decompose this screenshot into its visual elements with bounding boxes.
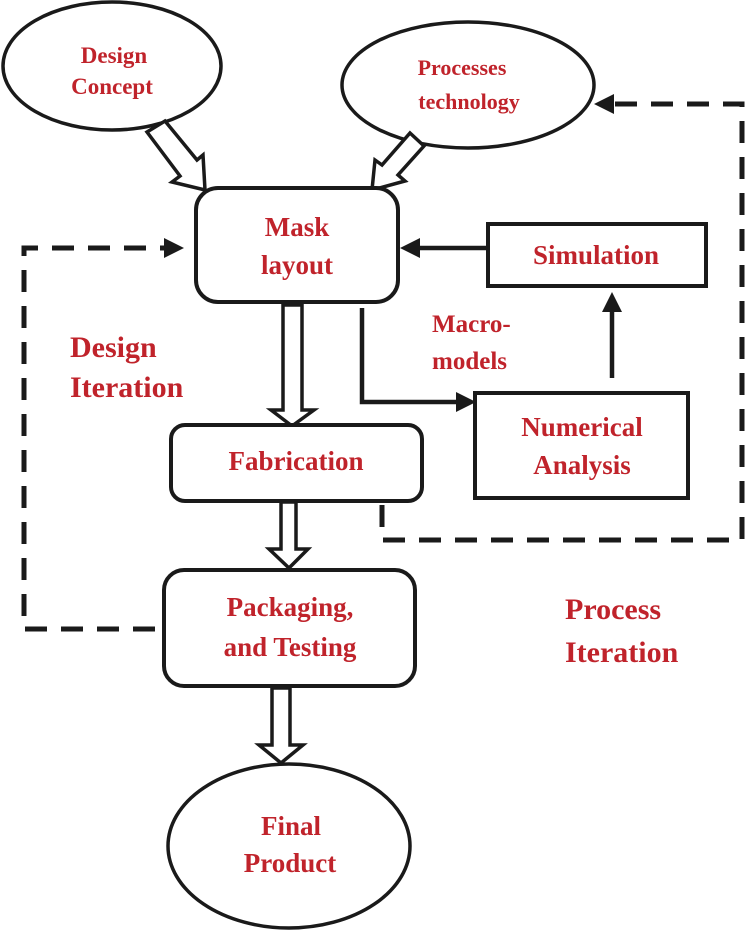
numerical-analysis-label-line2: Analysis <box>533 450 631 480</box>
design-concept-label-line2: Concept <box>71 74 153 99</box>
design-iteration-loop <box>21 245 168 632</box>
final-product-label-line2: Product <box>244 848 337 878</box>
design-concept-node <box>1 0 223 132</box>
mask-to-fabrication-arrow <box>265 303 320 429</box>
numerical-analysis-node <box>473 391 690 500</box>
design-iteration-label-line1: Design <box>70 331 157 364</box>
simulation-label: Simulation <box>533 240 659 270</box>
design-iteration-label-line2: Iteration <box>70 371 184 404</box>
final-product-label-line1: Final <box>261 811 322 841</box>
process-iteration-arrowhead <box>594 94 614 114</box>
simulation-node <box>486 222 708 288</box>
mask-to-numerical-line <box>359 308 458 405</box>
processes-to-mask-arrow <box>370 130 427 193</box>
processes-technology-label-line1: Processes <box>418 55 507 80</box>
macro-models-label-line2: models <box>432 348 507 375</box>
design-iteration-arrowhead <box>164 238 184 258</box>
packaging-testing-node <box>162 568 417 688</box>
process-iteration-loop <box>379 101 745 543</box>
packaging-to-final-arrow <box>254 686 308 766</box>
fabrication-to-packaging-arrow <box>264 500 313 571</box>
numerical-analysis-label-line1: Numerical <box>521 412 643 442</box>
numerical-to-simulation-arrowhead <box>602 292 622 312</box>
final-product-node <box>166 762 412 930</box>
packaging-testing-label-line1: Packaging, <box>227 592 354 622</box>
processes-technology-node <box>340 20 596 150</box>
fabrication-label: Fabrication <box>229 446 364 476</box>
design-concept-to-mask-arrow <box>144 118 207 193</box>
simulation-to-mask-arrowhead <box>400 238 420 258</box>
process-iteration-label-line1: Process <box>565 593 661 626</box>
processes-technology-label-line2: technology <box>418 89 519 114</box>
mask-to-numerical-arrowhead <box>456 392 476 412</box>
mask-layout-label-line2: layout <box>261 250 333 280</box>
mask-layout-node <box>194 186 400 304</box>
mask-layout-label-line1: Mask <box>265 212 330 242</box>
process-iteration-label-line2: Iteration <box>565 636 679 669</box>
macro-models-label-line1: Macro- <box>432 311 511 338</box>
packaging-testing-label-line2: and Testing <box>224 632 357 662</box>
design-concept-label-line1: Design <box>81 43 148 68</box>
